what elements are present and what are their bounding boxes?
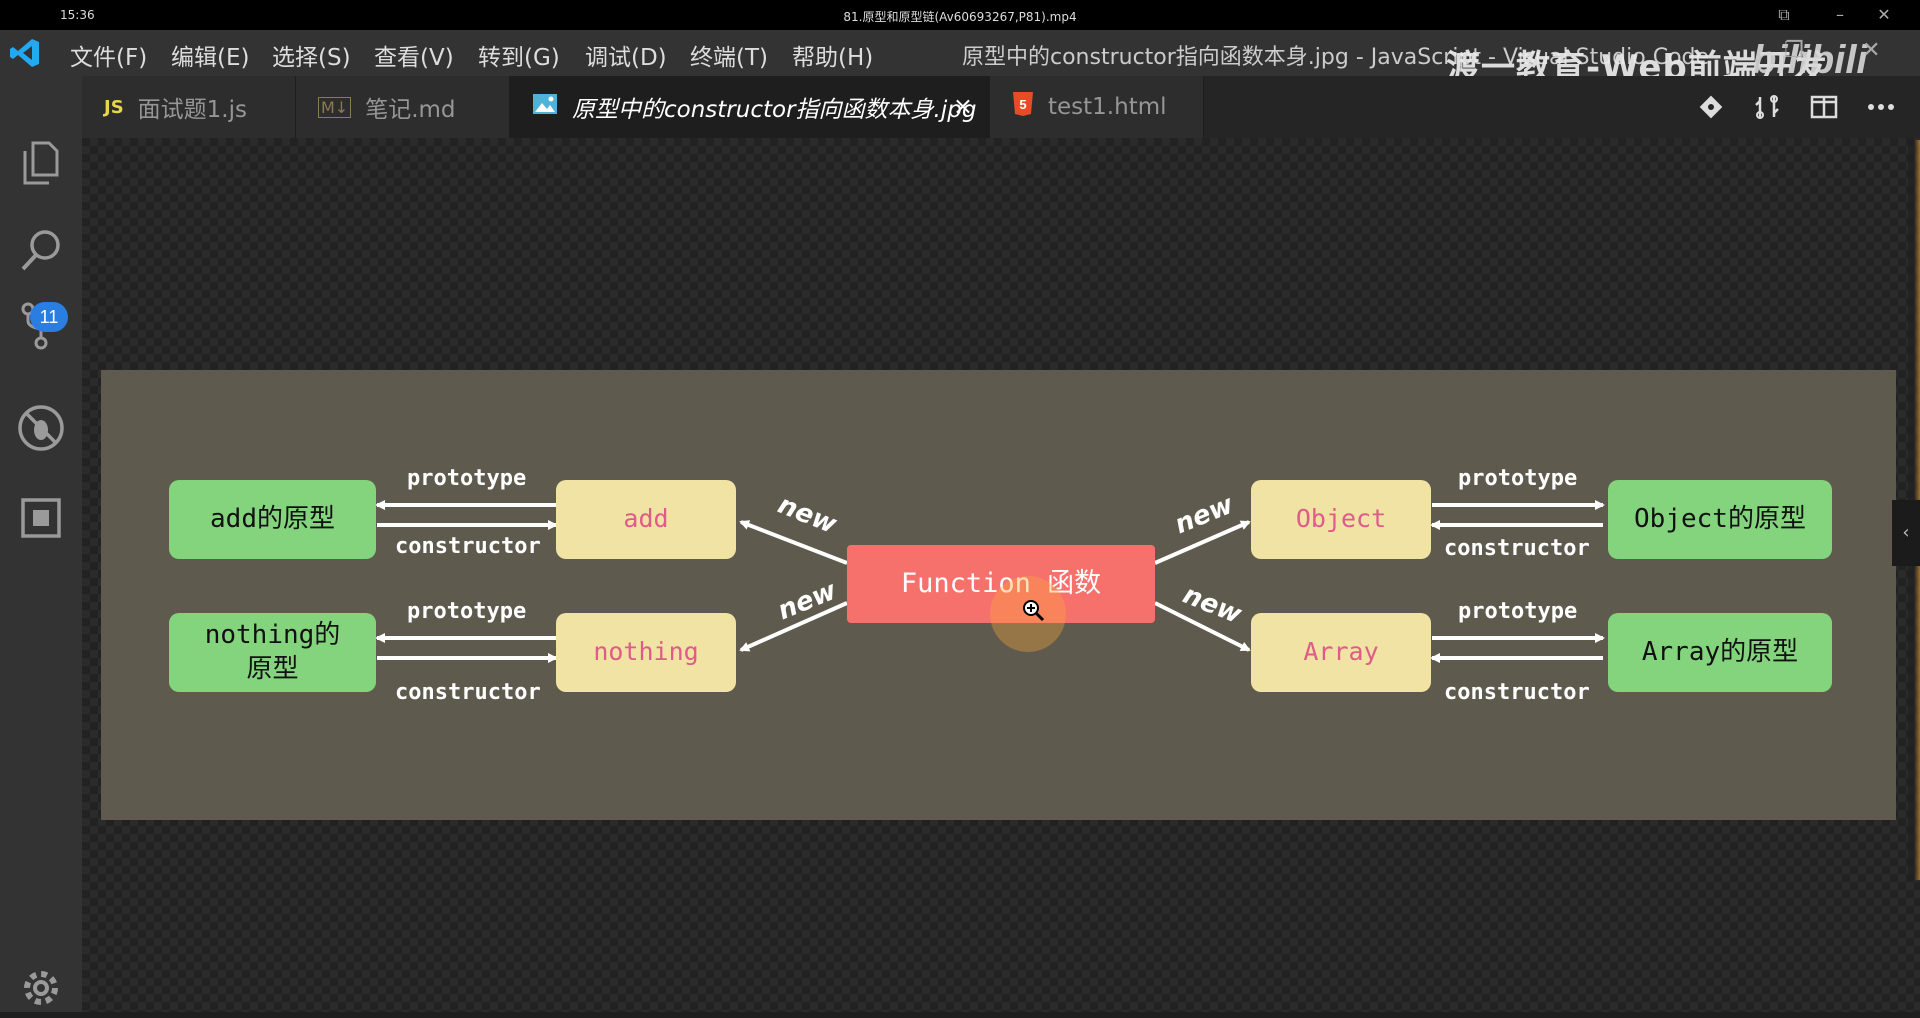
constructor-label: constructor (1444, 536, 1590, 561)
menu-view[interactable]: 查看(V) (374, 45, 454, 71)
menu-selection[interactable]: 选择(S) (272, 45, 351, 71)
video-title-bar: 15:36 81.原型和原型链(Av60693267,P81).mp4 ⧉ – … (0, 0, 1920, 30)
diagram-arrows (375, 500, 1605, 663)
bilibili-logo: bilibili (1752, 38, 1868, 82)
object-function-node: Object (1251, 480, 1431, 559)
js-file-icon: JS (104, 96, 124, 118)
editor-tab-bar: JS 面试题1.js M↓ 笔记.md 原型中的constructor指向函数本… (82, 76, 1920, 138)
activity-bar: 11 (0, 76, 82, 1012)
nothing-function-node: nothing (556, 613, 736, 692)
picture-in-picture-icon[interactable]: ⧉ (1778, 5, 1790, 24)
tab-test1-html[interactable]: 5 test1.html (990, 76, 1204, 138)
constructor-label: constructor (1444, 680, 1590, 705)
object-prototype-node: Object的原型 (1608, 480, 1832, 559)
add-prototype-node: add的原型 (169, 480, 376, 559)
tab-close-icon[interactable]: × (952, 92, 973, 120)
prototype-label: prototype (1458, 599, 1578, 624)
menu-file[interactable]: 文件(F) (70, 45, 148, 71)
menu-edit[interactable]: 编辑(E) (171, 45, 250, 71)
tab-label: 原型中的constructor指向函数本身.jpg (572, 97, 977, 123)
more-icon[interactable] (1864, 90, 1898, 124)
split-editor-icon[interactable] (1807, 90, 1841, 124)
array-prototype-node: Array的原型 (1608, 613, 1832, 692)
window-title: 原型中的constructor指向函数本身.jpg - JavaScript -… (962, 45, 1710, 70)
tab-interview-js[interactable]: JS 面试题1.js (82, 76, 296, 138)
menu-go[interactable]: 转到(G) (478, 45, 560, 71)
menu-terminal[interactable]: 终端(T) (690, 45, 768, 71)
tab-label: 笔记.md (365, 97, 456, 123)
video-time: 15:36 (60, 8, 95, 22)
svg-text:5: 5 (1019, 97, 1026, 112)
prototype-label: prototype (407, 599, 527, 624)
close-icon[interactable]: ✕ (1877, 5, 1891, 24)
nothing-prototype-node: nothing的 原型 (169, 613, 376, 692)
prototype-label: prototype (1458, 466, 1578, 491)
video-title: 81.原型和原型链(Av60693267,P81).mp4 (843, 10, 1077, 24)
zoom-in-cursor-icon (1023, 600, 1045, 622)
array-function-node: Array (1251, 613, 1431, 692)
menu-debug[interactable]: 调试(D) (585, 45, 667, 71)
constructor-label: constructor (395, 534, 541, 559)
menu-help[interactable]: 帮助(H) (792, 45, 874, 71)
prototype-label: prototype (407, 466, 527, 491)
image-icon (532, 93, 558, 121)
menu-bar: 文件(F) 编辑(E) 选择(S) 查看(V) 转到(G) 调试(D) 终端(T… (0, 30, 1920, 88)
constructor-label: constructor (395, 680, 541, 705)
explorer-icon[interactable] (0, 126, 82, 198)
tab-constructor-jpg[interactable]: 原型中的constructor指向函数本身.jpg × (510, 76, 990, 138)
tab-label: test1.html (1048, 94, 1167, 120)
html5-file-icon: 5 (1012, 91, 1034, 123)
markdown-file-icon: M↓ (318, 96, 352, 118)
search-icon[interactable] (0, 214, 82, 286)
add-function-node: add (556, 480, 736, 559)
source-control-badge: 11 (30, 302, 68, 332)
window-close-icon[interactable]: ✕ (1862, 38, 1881, 63)
tab-label: 面试题1.js (137, 97, 247, 123)
panel-toggle-chevron-icon[interactable]: ‹ (1892, 500, 1920, 566)
function-center-node: Function 函数 (847, 545, 1155, 623)
minimize-icon[interactable]: – (1836, 5, 1844, 24)
tab-notes-md[interactable]: M↓ 笔记.md (296, 76, 510, 138)
git-compare-icon[interactable] (1694, 90, 1728, 124)
gear-icon[interactable] (0, 958, 82, 1018)
vscode-logo-icon (10, 39, 39, 67)
debug-icon[interactable] (0, 392, 82, 464)
prototype-diagram-image: add的原型 add nothing的 原型 nothing Function … (101, 370, 1896, 820)
open-changes-icon[interactable] (1750, 90, 1784, 124)
extensions-icon[interactable] (0, 482, 82, 554)
restore-icon[interactable]: ❐ (1784, 38, 1804, 63)
